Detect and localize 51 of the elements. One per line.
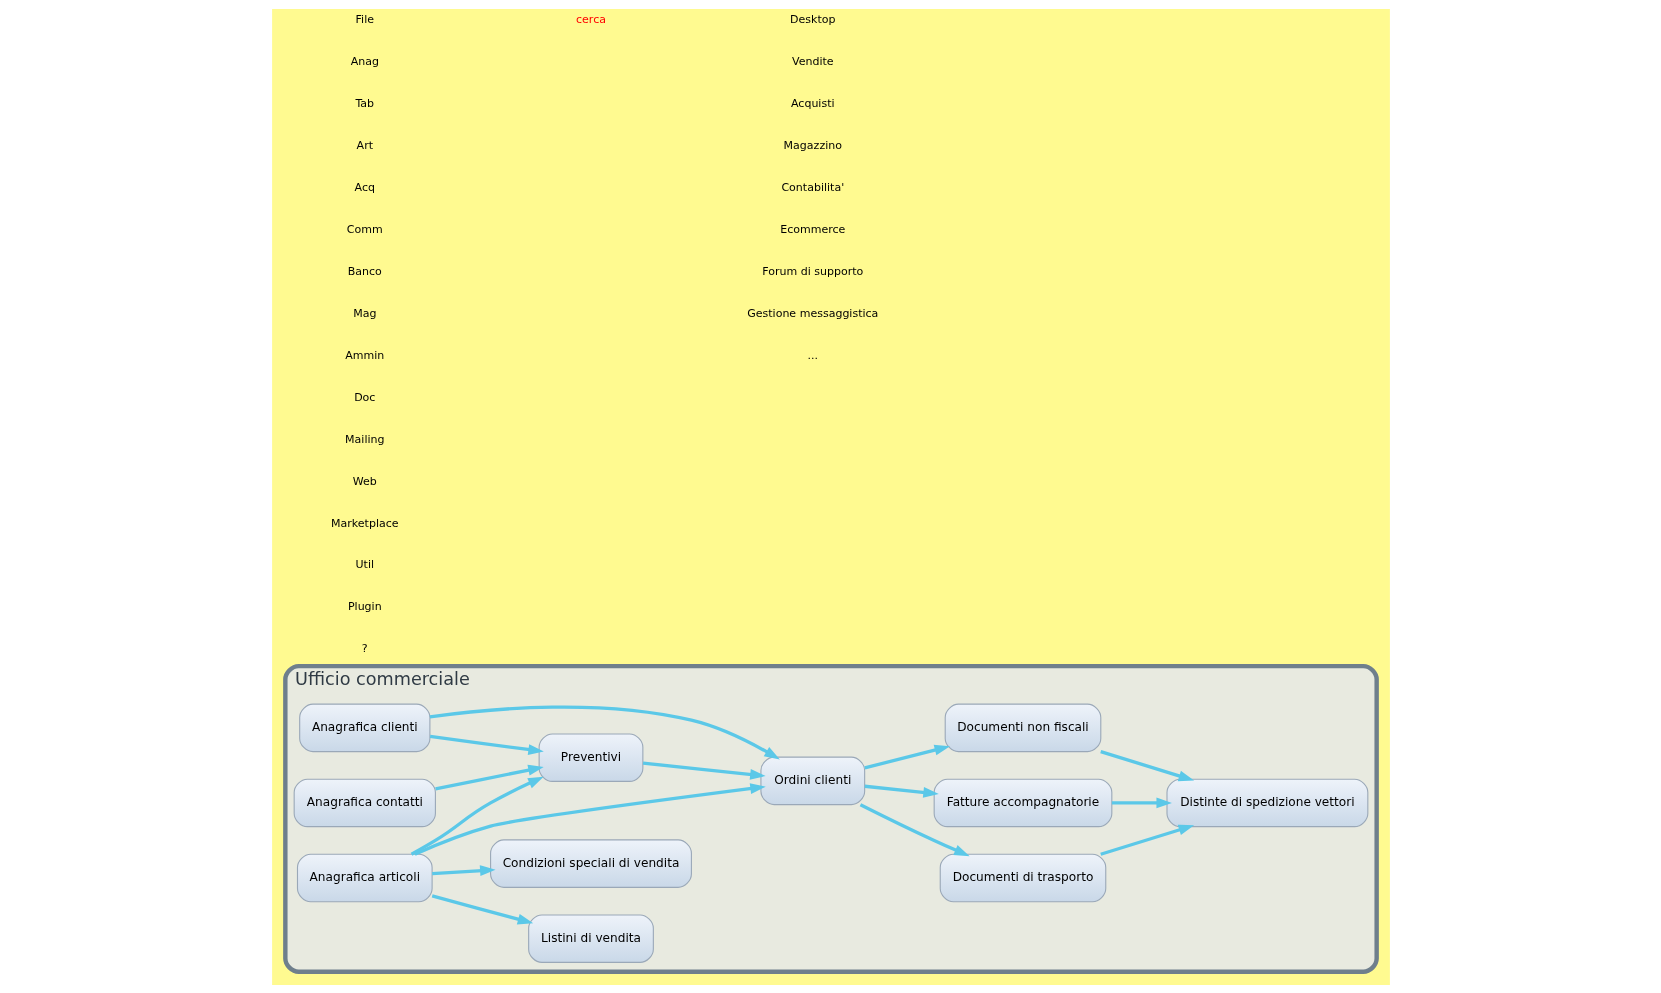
- label: Comm: [346, 222, 383, 236]
- node-box: Documenti non fiscali: [944, 703, 1101, 752]
- arrow: [642, 760, 766, 780]
- arrow: [431, 893, 533, 924]
- label: Doc: [353, 390, 375, 404]
- arrow: [413, 782, 766, 856]
- arrow: [1099, 749, 1194, 781]
- label: Magazzino: [783, 138, 842, 152]
- arrow: [863, 744, 950, 769]
- arrow: [429, 734, 544, 755]
- label: Banco: [347, 264, 382, 278]
- label: Web: [352, 474, 377, 488]
- label: Util: [355, 557, 374, 571]
- label: cerca: [575, 12, 606, 26]
- node-box: Condizioni speciali di vendita: [489, 838, 692, 888]
- node-box: Fatture accompagnatorie: [933, 778, 1112, 827]
- arrow: [410, 776, 544, 856]
- node-box: Listini di vendita: [527, 913, 654, 963]
- label: Desktop: [789, 12, 836, 26]
- arrow: [1099, 824, 1194, 856]
- node-box: Anagrafica clienti: [298, 703, 430, 752]
- arrow: [859, 802, 970, 856]
- node-box: Ordini clienti: [759, 756, 865, 805]
- label: ?: [361, 641, 368, 655]
- label: Marketplace: [330, 516, 399, 530]
- label: ...: [807, 348, 818, 362]
- label: Acq: [354, 180, 375, 194]
- label: Ecommerce: [779, 222, 845, 236]
- arrow: [1111, 797, 1172, 808]
- label: Mag: [352, 306, 376, 320]
- arrow: [434, 764, 544, 790]
- node-box: Distinte di spedizione vettori: [1165, 778, 1368, 827]
- label: Mailing: [344, 432, 384, 446]
- label: Plugin: [347, 599, 382, 613]
- node-box: Anagrafica contatti: [293, 778, 436, 827]
- label: Vendite: [791, 54, 834, 68]
- arrow: [429, 704, 780, 759]
- label: Anag: [350, 54, 379, 68]
- label: Ammin: [344, 348, 384, 362]
- node-box: Documenti di trasporto: [939, 853, 1106, 902]
- label: File: [355, 12, 374, 26]
- label: Contabilita': [780, 180, 844, 194]
- label: Acquisti: [790, 96, 835, 110]
- label: Art: [356, 138, 373, 152]
- arrow: [864, 784, 939, 798]
- node-box: Preventivi: [538, 732, 643, 782]
- label: Gestione messaggistica: [746, 306, 878, 320]
- label: Forum di supporto: [761, 264, 863, 278]
- label: Tab: [354, 96, 374, 110]
- arrow: [431, 864, 496, 876]
- node-box: Anagrafica articoli: [296, 853, 433, 902]
